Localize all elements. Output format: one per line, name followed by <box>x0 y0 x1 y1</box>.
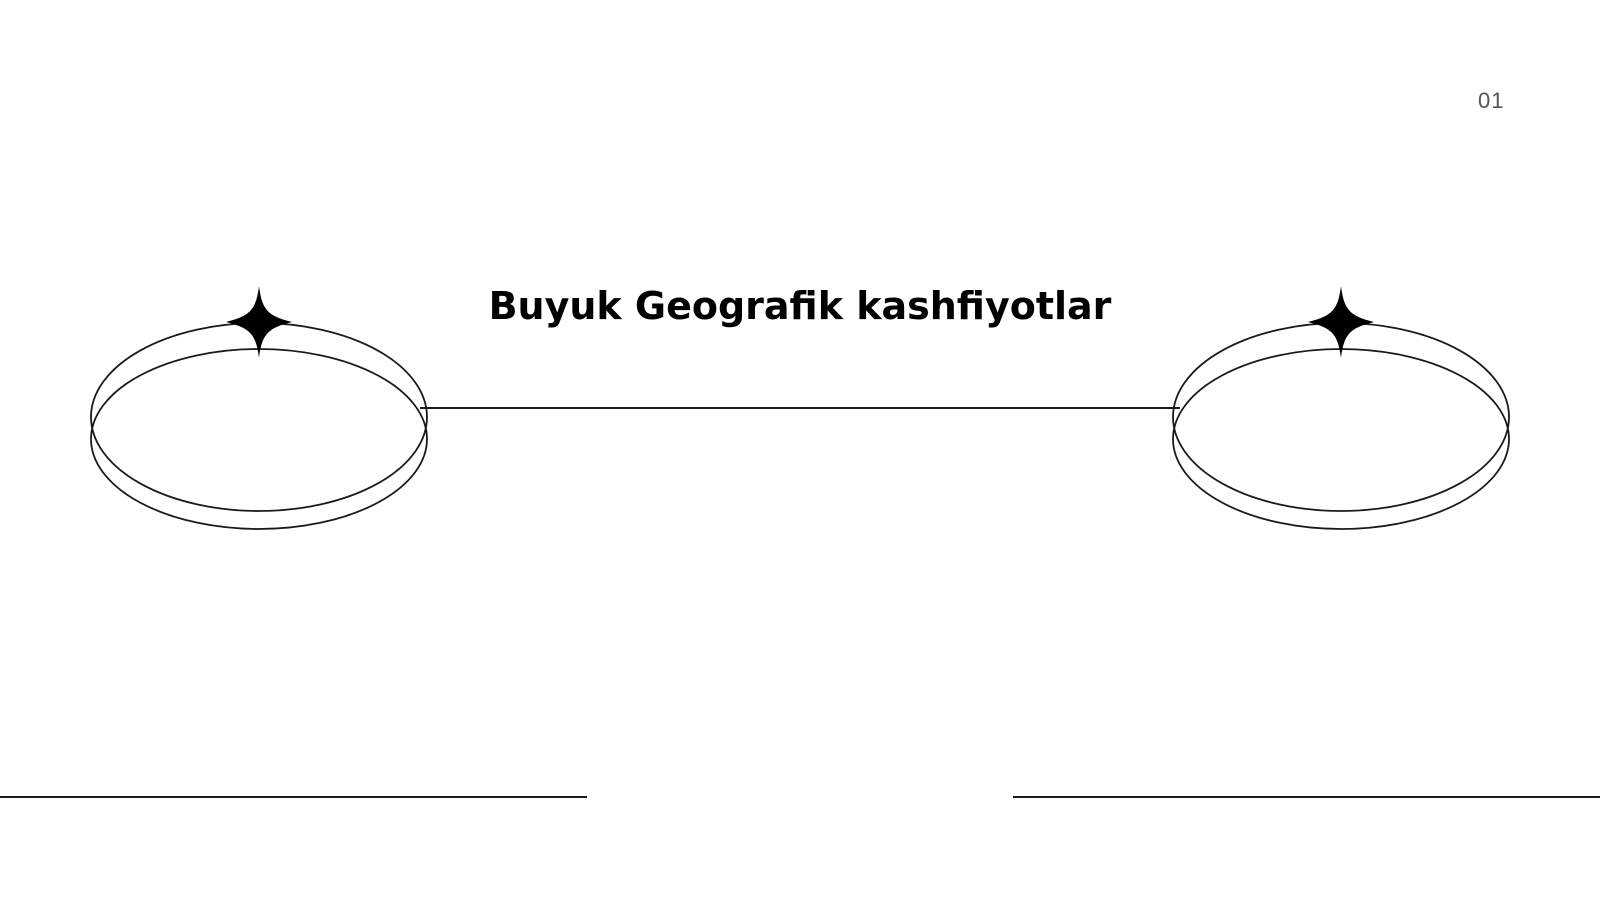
right-star-icon <box>1308 286 1374 358</box>
page-number: 01 <box>1478 88 1505 113</box>
slide-title: Buyuk Geografik kashfiyotlar <box>488 284 1112 328</box>
left-star-icon <box>226 286 292 358</box>
